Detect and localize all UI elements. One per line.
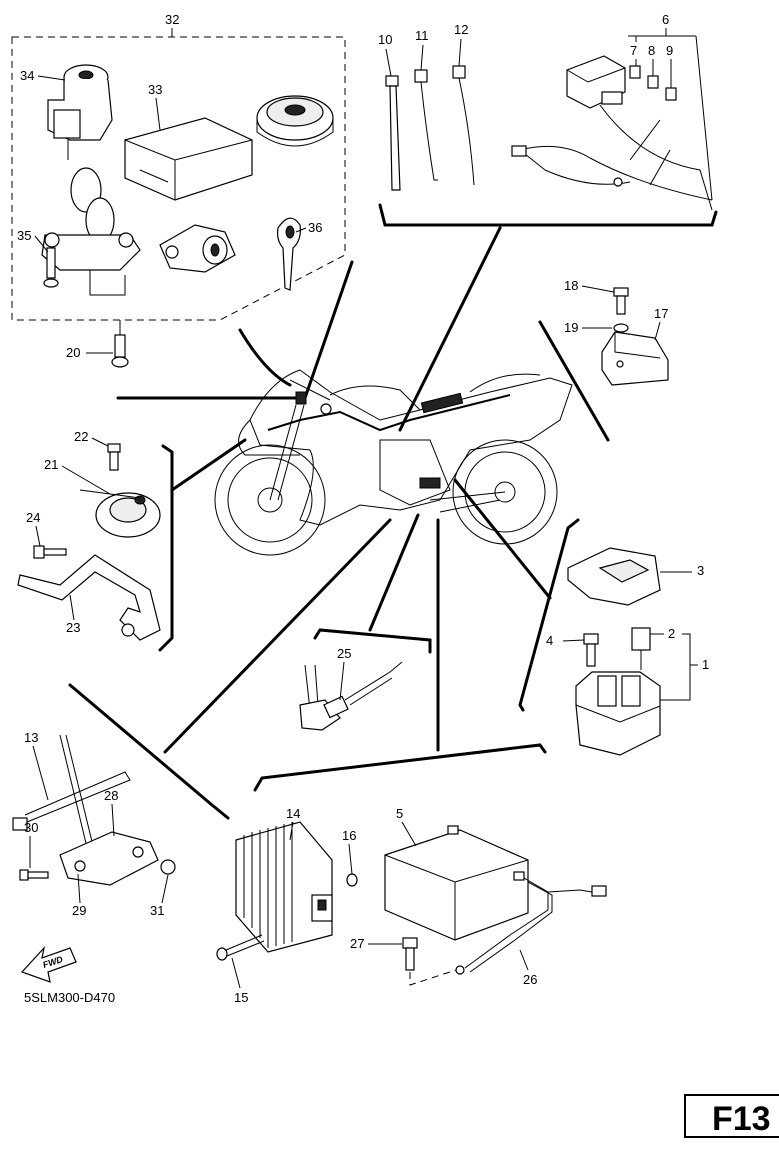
collar-31: [160, 859, 176, 875]
callout-3: 3: [697, 563, 704, 578]
callout-24: 24: [26, 510, 40, 525]
callout-11: 11: [415, 28, 429, 43]
cable-ties: [385, 65, 475, 191]
callout-18: 18: [564, 278, 578, 293]
callout-15: 15: [234, 990, 248, 1005]
horn-21: [79, 489, 161, 538]
fwd-arrow-icon: FWD: [20, 946, 77, 983]
screw-35: [43, 247, 59, 288]
bolt-18: [613, 287, 629, 315]
motorcycle-illustration: [214, 369, 573, 556]
fuse-2: [631, 627, 651, 670]
callout-12: 12: [454, 22, 468, 37]
callout-25: 25: [337, 646, 351, 661]
bracket-23: [17, 554, 161, 641]
callout-6: 6: [662, 12, 669, 27]
bolt-22: [107, 443, 121, 471]
callout-32: 32: [165, 12, 179, 27]
rectifier-regulator-14: [235, 821, 333, 953]
relay-cover-3: [567, 547, 661, 606]
callout-33: 33: [148, 82, 162, 97]
washer-16: [346, 873, 358, 887]
callout-16: 16: [342, 828, 356, 843]
figure-label-box: F13: [684, 1094, 779, 1138]
callout-10: 10: [378, 32, 392, 47]
relay-17: [601, 331, 669, 386]
callout-17: 17: [654, 306, 668, 321]
callout-22: 22: [74, 429, 88, 444]
callout-2: 2: [668, 626, 675, 641]
callout-34: 34: [20, 68, 34, 83]
callout-14: 14: [286, 806, 300, 821]
callout-29: 29: [72, 903, 86, 918]
washer-19: [613, 323, 629, 333]
callout-19: 19: [564, 320, 578, 335]
seat-lock: [159, 224, 236, 273]
bolt-24: [33, 545, 67, 559]
drawing-code: 5SLM300-D470: [24, 990, 115, 1005]
bolt-27: [402, 937, 457, 986]
callout-13: 13: [24, 730, 38, 745]
ecu-33: [124, 117, 253, 201]
sensor-25: [299, 661, 403, 731]
bolt-20: [111, 320, 129, 368]
key-36: [276, 217, 301, 291]
cable-tie-13: [12, 771, 131, 831]
bolt-15: [216, 934, 265, 961]
figure-label: F13: [712, 1100, 771, 1138]
callout-9: 9: [666, 43, 673, 58]
callout-23: 23: [66, 620, 80, 635]
callout-5: 5: [396, 806, 403, 821]
callout-21: 21: [44, 457, 58, 472]
callout-4: 4: [546, 633, 553, 648]
starter-relay-1: [575, 671, 661, 756]
leader-lines: [163, 226, 552, 754]
callout-35: 35: [17, 228, 31, 243]
callout-30: 30: [24, 820, 38, 835]
callout-1: 1: [702, 657, 709, 672]
sensor-28: [59, 831, 159, 886]
callout-31: 31: [150, 903, 164, 918]
bolt-4: [583, 633, 599, 667]
group-32-main-switch-kit: 32 34 35: [11, 12, 346, 321]
callout-36: 36: [308, 220, 322, 235]
fuel-cap: [256, 95, 334, 147]
callout-27: 27: [350, 936, 364, 951]
callout-28: 28: [104, 788, 118, 803]
battery-lead-26: [455, 877, 607, 975]
wire-harness-6: [511, 55, 713, 211]
battery-5: [384, 825, 529, 941]
main-switch-34: [41, 64, 141, 296]
screw-30: [19, 869, 49, 881]
callout-8: 8: [648, 43, 655, 58]
callout-26: 26: [523, 972, 537, 987]
callout-7: 7: [630, 43, 637, 58]
callout-20: 20: [66, 345, 80, 360]
